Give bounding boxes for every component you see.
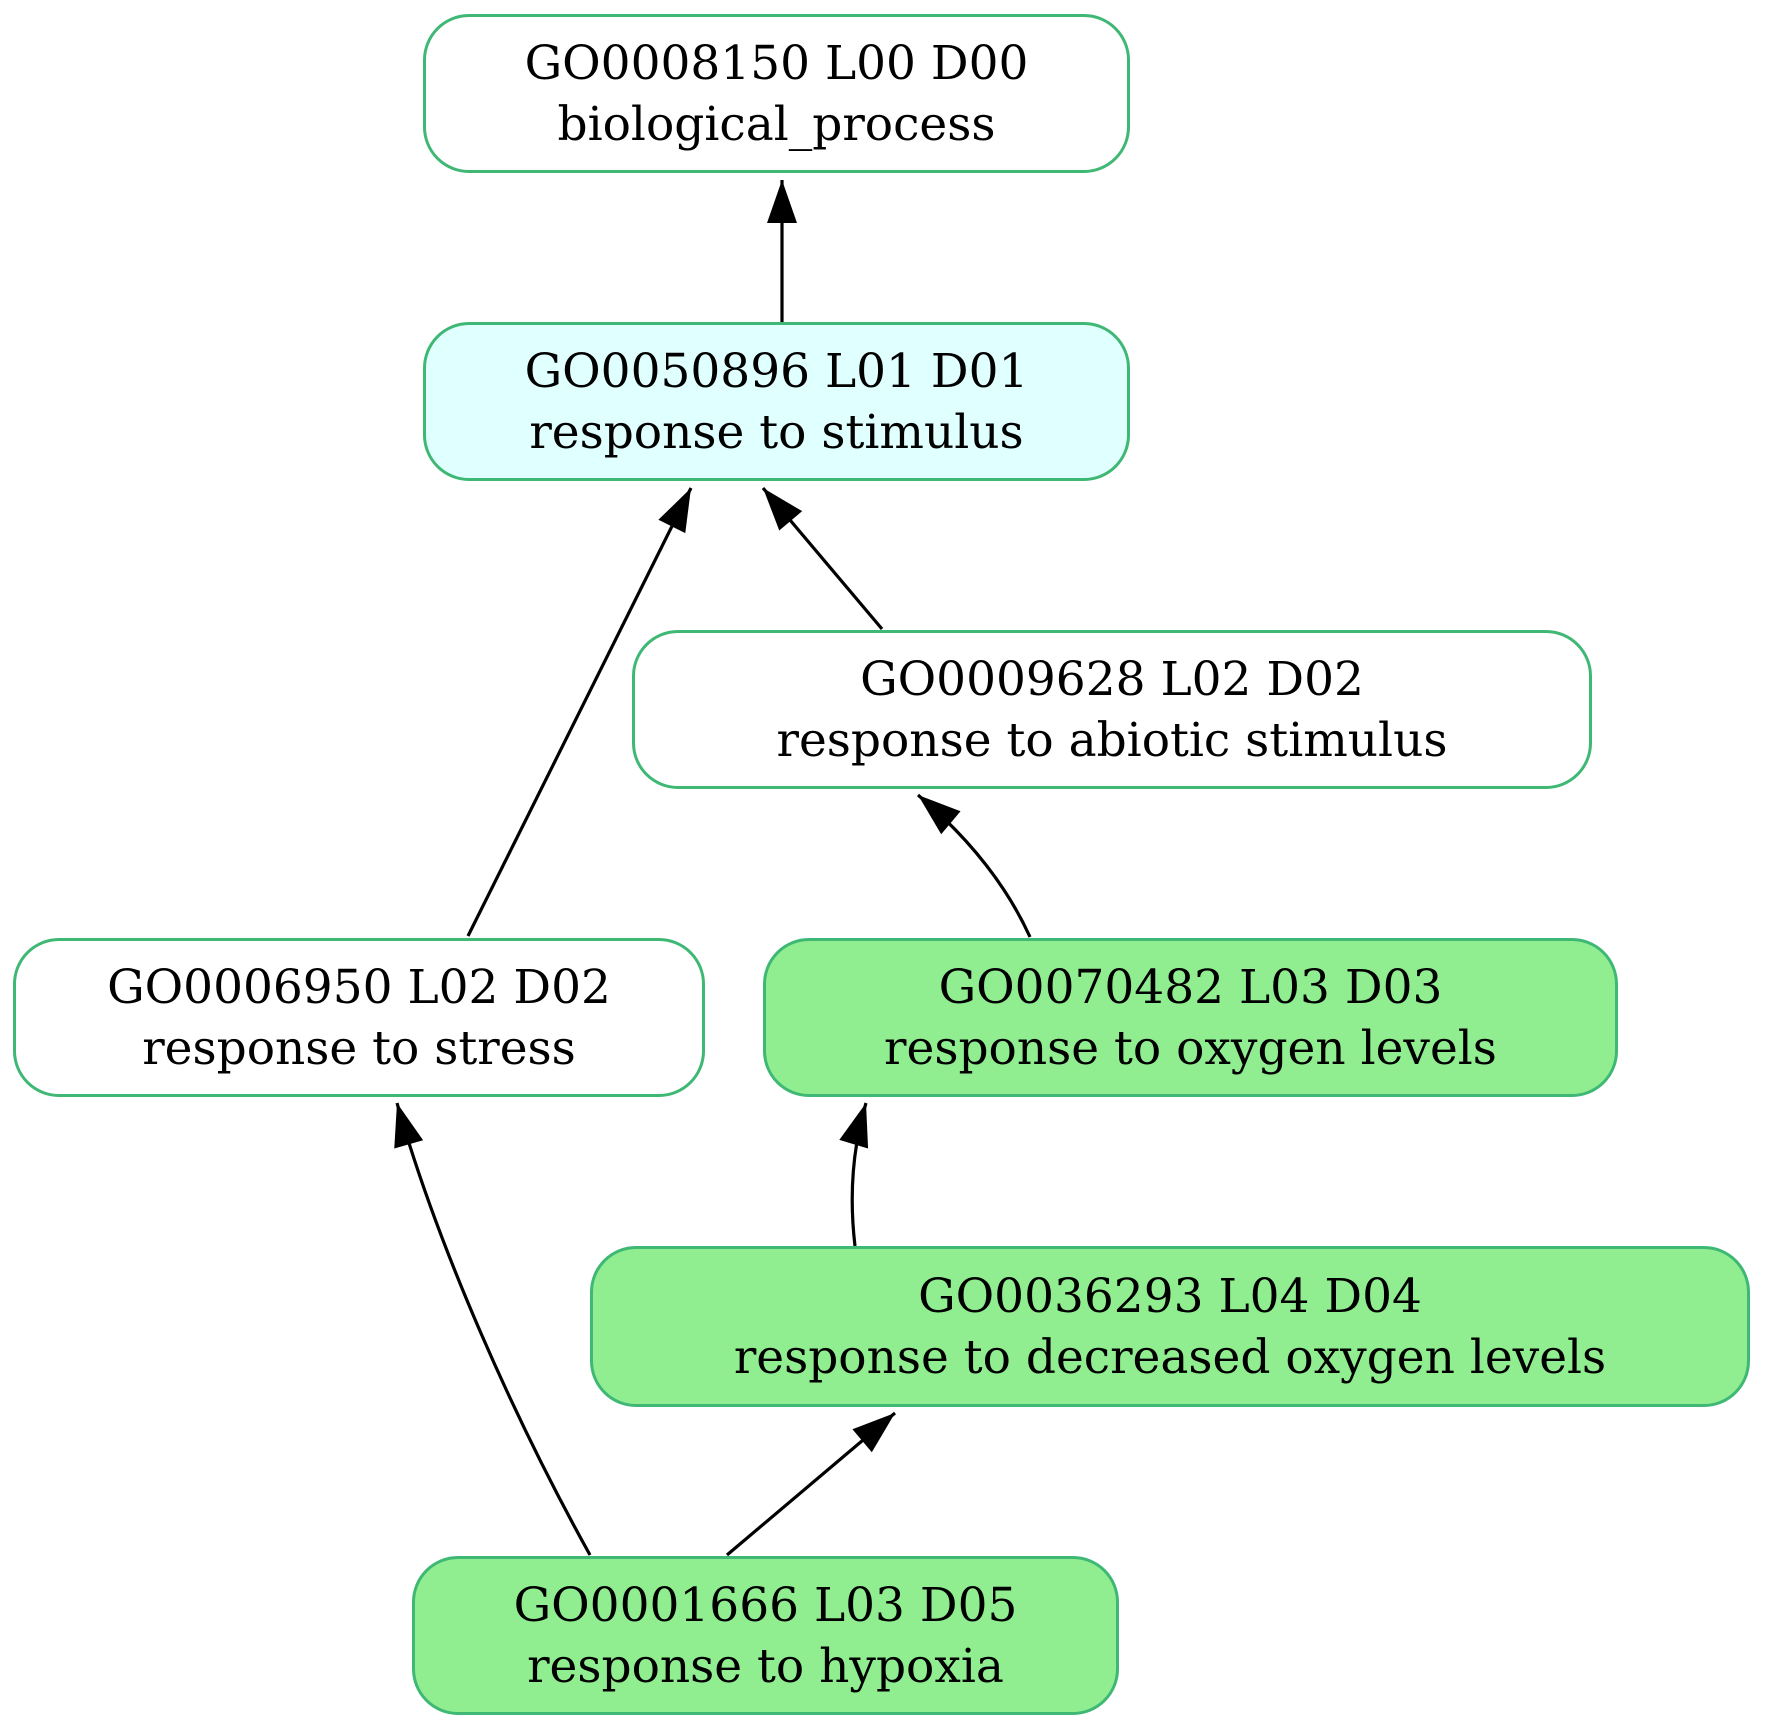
node-id-line: GO0050896 L01 D01 (524, 343, 1029, 399)
node-term-line: response to stress (142, 1020, 576, 1076)
node-term-line: response to hypoxia (527, 1638, 1004, 1694)
node-GO0008150-biological-process: GO0008150 L00 D00 biological_process (423, 14, 1130, 173)
edge-GO0001666-to-GO0006950 (394, 1102, 592, 1556)
edge-GO0070482-to-GO0009628 (916, 793, 1032, 938)
edge-GO0036293-to-GO0070482 (839, 1102, 869, 1247)
node-id-line: GO0001666 L03 D05 (513, 1577, 1018, 1633)
edge-GO0009628-to-GO0050896 (761, 486, 884, 631)
node-id-line: GO0036293 L04 D04 (918, 1268, 1422, 1324)
node-id-line: GO0009628 L02 D02 (860, 651, 1364, 707)
edge-GO0001666-to-GO0036293 (725, 1411, 897, 1557)
node-id-line: GO0008150 L00 D00 (524, 35, 1029, 91)
node-GO0036293-response-to-decreased-oxygen-levels: GO0036293 L04 D04 response to decreased … (590, 1246, 1750, 1407)
node-term-line: response to stimulus (529, 404, 1024, 460)
node-term-line: response to oxygen levels (884, 1020, 1497, 1076)
node-GO0050896-response-to-stimulus: GO0050896 L01 D01 response to stimulus (423, 322, 1130, 481)
node-id-line: GO0070482 L03 D03 (938, 959, 1443, 1015)
node-GO0001666-response-to-hypoxia: GO0001666 L03 D05 response to hypoxia (412, 1556, 1119, 1715)
node-term-line: biological_process (557, 96, 996, 152)
node-GO0009628-response-to-abiotic-stimulus: GO0009628 L02 D02 response to abiotic st… (632, 630, 1592, 789)
node-term-line: response to abiotic stimulus (776, 712, 1448, 768)
node-term-line: response to decreased oxygen levels (733, 1329, 1607, 1385)
node-GO0006950-response-to-stress: GO0006950 L02 D02 response to stress (13, 938, 705, 1097)
node-GO0070482-response-to-oxygen-levels: GO0070482 L03 D03 response to oxygen lev… (763, 938, 1618, 1097)
node-id-line: GO0006950 L02 D02 (107, 959, 611, 1015)
